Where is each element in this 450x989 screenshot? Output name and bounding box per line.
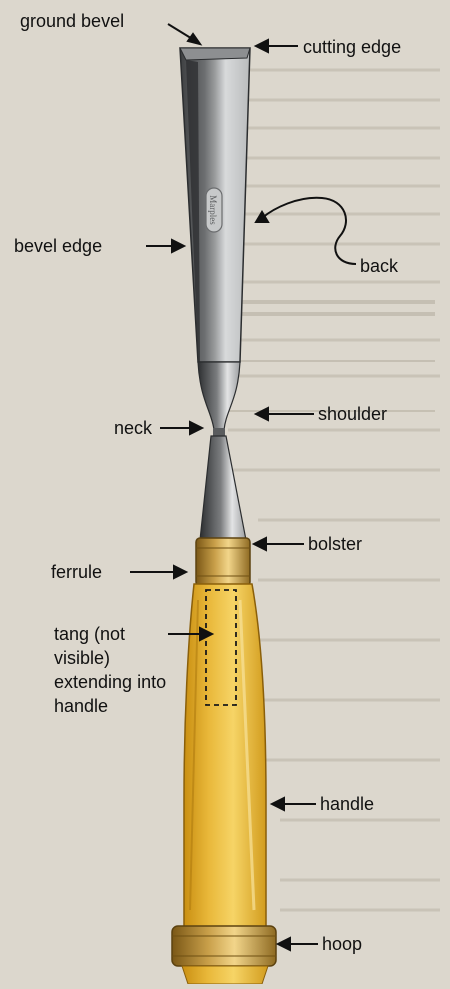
label-hoop: hoop	[322, 934, 362, 954]
label-back: back	[360, 256, 398, 276]
label-handle: handle	[320, 794, 374, 814]
label-cutting-edge: cutting edge	[303, 37, 401, 57]
label-neck: neck	[114, 418, 152, 438]
label-ground-bevel: ground bevel	[20, 11, 124, 31]
label-ferrule: ferrule	[51, 562, 102, 582]
label-bolster: bolster	[308, 534, 362, 554]
chisel-ferrule	[196, 538, 250, 586]
label-bevel-edge: bevel edge	[14, 236, 102, 256]
label-shoulder: shoulder	[318, 404, 387, 424]
chisel-handle	[184, 584, 266, 930]
chisel-hoop	[172, 926, 276, 984]
svg-text:Marples: Marples	[208, 195, 218, 225]
label-tang: tang (not visible) extending into handle	[54, 622, 172, 718]
